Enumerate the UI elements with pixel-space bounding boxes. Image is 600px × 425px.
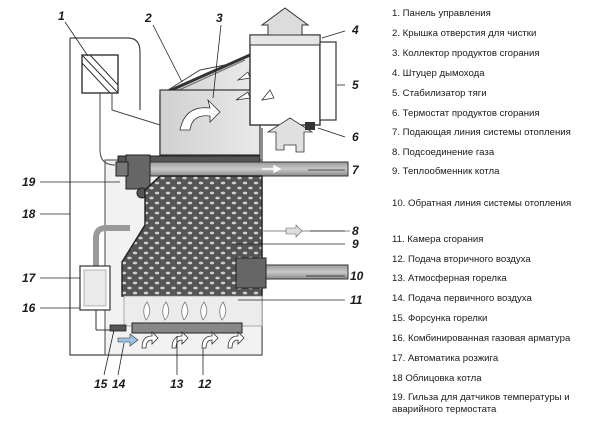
supply-line-pipe	[125, 154, 349, 190]
draught-stabilizer	[319, 41, 337, 121]
callout-16: 16	[22, 301, 36, 315]
burner-nozzle	[109, 324, 139, 347]
callout-3: 3	[216, 11, 223, 25]
legend-item: 2. Крышка отверстия для чистки	[392, 28, 537, 39]
gas-supply-pipe	[93, 225, 130, 268]
legend-item: 16. Комбинированная газовая арматура	[392, 333, 571, 344]
callout-9: 9	[352, 237, 359, 251]
legend-item: 4. Штуцер дымохода	[392, 68, 485, 79]
legend-item: 15. Форсунка горелки	[392, 313, 488, 324]
legend-item: 13. Атмосферная горелка	[392, 273, 507, 284]
callout-2: 2	[144, 11, 152, 25]
callout-5: 5	[352, 78, 359, 92]
secondary-air-arrows	[141, 331, 245, 349]
heat-exchanger	[121, 175, 263, 297]
legend-item: 7. Подающая линия системы отопления	[392, 127, 571, 138]
legend-item: 17. Автоматика розжига	[392, 353, 499, 364]
gas-valve-unit	[79, 265, 118, 331]
legend-item: 11. Камера сгорания	[392, 234, 484, 245]
legend-item: 3. Коллектор продуктов сгорания	[392, 48, 540, 59]
return-line-pipe	[235, 257, 349, 289]
legend-item: 6. Термостат продуктов сгорания	[392, 108, 540, 119]
callout-17: 17	[22, 271, 37, 285]
control-panel	[81, 54, 119, 94]
boiler-diagram: 1 2 3 4 5 6 7 8 9 10 11 12 13 14 15 16 1…	[22, 7, 364, 391]
callout-6: 6	[352, 130, 359, 144]
legend: 1. Панель управления 2. Крышка отверстия…	[392, 0, 600, 425]
burner-flames	[143, 301, 227, 321]
chimney-connector	[235, 7, 321, 126]
atmospheric-burner	[131, 322, 243, 334]
legend-item: 19. Гильза для датчиков температуры и ав…	[392, 392, 570, 415]
callout-7: 7	[352, 163, 360, 177]
callout-4: 4	[351, 23, 359, 37]
callout-numbers: 1 2 3 4 5 6 7 8 9 10 11 12 13 14 15 16 1…	[22, 9, 364, 391]
callout-18: 18	[22, 207, 36, 221]
callout-19: 19	[22, 175, 36, 189]
callout-15: 15	[94, 377, 108, 391]
callout-8: 8	[352, 224, 359, 238]
callout-13: 13	[170, 377, 184, 391]
legend-item: 10. Обратная линия системы отопления	[392, 198, 572, 209]
legend-item: 14. Подача первичного воздуха	[392, 293, 532, 304]
leader-lines	[40, 21, 346, 376]
legend-item: 1. Панель управления	[392, 8, 491, 19]
draught-air-arrow	[266, 117, 314, 153]
callout-11: 11	[350, 293, 363, 307]
flue-thermostat	[305, 122, 315, 130]
callout-12: 12	[198, 377, 212, 391]
callout-14: 14	[112, 377, 126, 391]
legend-item: 18 Облицовка котла	[392, 373, 482, 384]
callout-1: 1	[58, 9, 65, 23]
flue-collector	[159, 53, 261, 156]
legend-item: 5. Стабилизатор тяги	[392, 88, 487, 99]
callout-10: 10	[350, 269, 364, 283]
legend-item: 9. Теплообменник котла	[392, 166, 500, 177]
legend-item: 8. Подсоединение газа	[392, 147, 495, 158]
legend-item: 12. Подача вторичного воздуха	[392, 254, 531, 265]
